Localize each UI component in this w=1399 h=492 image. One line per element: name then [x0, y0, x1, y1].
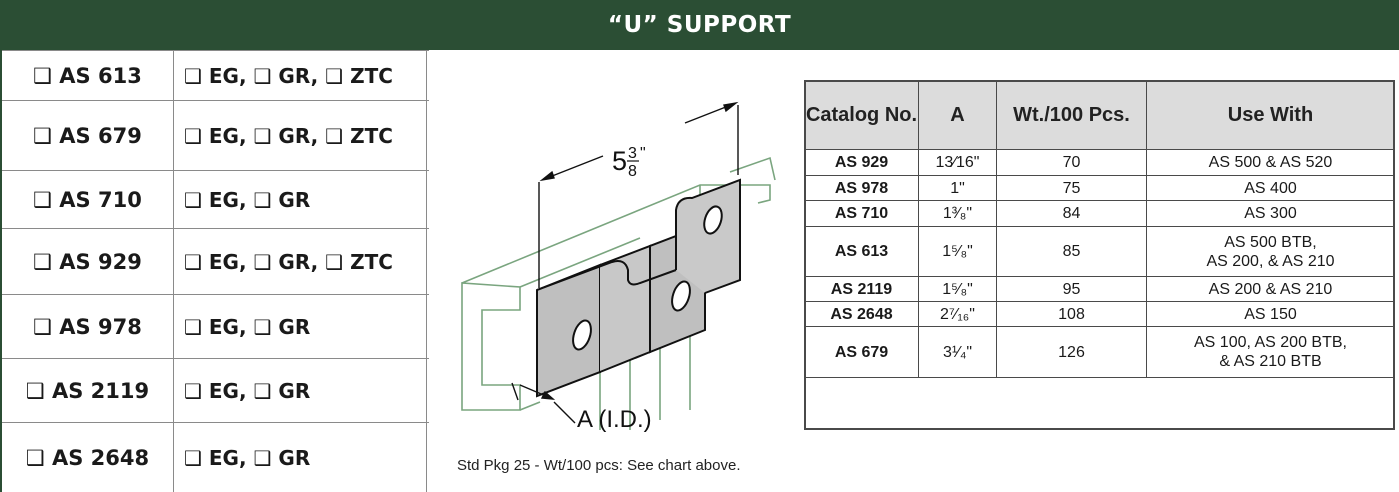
cell-weight: 108 — [996, 301, 1147, 327]
option-row: ❑ AS 613 ❑ EG, ❑ GR, ❑ ZTC — [2, 50, 429, 100]
header-use-with: Use With — [1146, 80, 1395, 150]
spec-table: Catalog No. A Wt./100 Pcs. Use With AS 9… — [804, 80, 1395, 378]
option-part[interactable]: ❑ AS 978 — [2, 295, 174, 358]
cell-use-with: AS 200 & AS 210 — [1146, 276, 1395, 302]
option-row: ❑ AS 710 ❑ EG, ❑ GR — [2, 170, 429, 228]
cell-catalog: AS 2119 — [804, 276, 919, 302]
cell-weight: 70 — [996, 149, 1147, 176]
option-finishes[interactable]: ❑ EG, ❑ GR — [184, 445, 311, 470]
header-weight: Wt./100 Pcs. — [996, 80, 1147, 150]
option-finishes[interactable]: ❑ EG, ❑ GR — [184, 187, 311, 212]
cell-weight: 75 — [996, 175, 1147, 201]
u-bracket — [536, 178, 741, 398]
section-title: “U” SUPPORT — [0, 0, 1399, 50]
length-dimension: 5 — [612, 146, 627, 176]
option-row: ❑ AS 929 ❑ EG, ❑ GR, ❑ ZTC — [2, 228, 429, 294]
option-part[interactable]: ❑ AS 613 — [2, 51, 174, 100]
option-row: ❑ AS 2119 ❑ EG, ❑ GR — [2, 358, 429, 422]
cell-weight: 85 — [996, 226, 1147, 277]
cell-catalog: AS 929 — [804, 149, 919, 176]
cell-catalog: AS 613 — [804, 226, 919, 277]
option-part[interactable]: ❑ AS 679 — [2, 101, 174, 170]
cell-use-with: AS 400 — [1146, 175, 1395, 201]
option-part[interactable]: ❑ AS 929 — [2, 229, 174, 294]
cell-a: 2⁷⁄₁₆" — [918, 301, 997, 327]
cell-a: 1⁵⁄₈" — [918, 226, 997, 277]
dimension-lines — [511, 101, 739, 424]
option-part[interactable]: ❑ AS 2648 — [2, 423, 174, 492]
cell-catalog: AS 2648 — [804, 301, 919, 327]
cell-catalog: AS 978 — [804, 175, 919, 201]
option-part[interactable]: ❑ AS 710 — [2, 171, 174, 228]
cell-catalog: AS 679 — [804, 326, 919, 378]
inch-mark: " — [640, 145, 646, 162]
cell-use-with: AS 150 — [1146, 301, 1395, 327]
cell-a: 3¹⁄₄" — [918, 326, 997, 378]
option-row: ❑ AS 978 ❑ EG, ❑ GR — [2, 294, 429, 358]
option-finishes[interactable]: ❑ EG, ❑ GR, ❑ ZTC — [184, 249, 393, 274]
cell-weight: 126 — [996, 326, 1147, 378]
option-part[interactable]: ❑ AS 2119 — [2, 359, 174, 422]
length-fraction-denominator: 8 — [628, 163, 637, 180]
header-catalog: Catalog No. — [804, 80, 919, 150]
a-dimension-label: A (I.D.) — [577, 406, 652, 433]
cell-weight: 84 — [996, 200, 1147, 227]
cell-use-with: AS 100, AS 200 BTB,& AS 210 BTB — [1146, 326, 1395, 378]
option-finishes[interactable]: ❑ EG, ❑ GR, ❑ ZTC — [184, 123, 393, 148]
cell-use-with: AS 500 BTB,AS 200, & AS 210 — [1146, 226, 1395, 277]
column-divider — [426, 50, 427, 492]
header-a: A — [918, 80, 997, 150]
option-row: ❑ AS 2648 ❑ EG, ❑ GR — [2, 422, 429, 492]
option-finishes[interactable]: ❑ EG, ❑ GR, ❑ ZTC — [184, 63, 393, 88]
cell-a: 1⁵⁄₈" — [918, 276, 997, 302]
cell-a: 13⁄16" — [918, 149, 997, 176]
option-finishes[interactable]: ❑ EG, ❑ GR — [184, 378, 311, 403]
cell-weight: 95 — [996, 276, 1147, 302]
cell-a: 1" — [918, 175, 997, 201]
package-note: Std Pkg 25 - Wt/100 pcs: See chart above… — [457, 457, 741, 474]
cell-use-with: AS 500 & AS 520 — [1146, 149, 1395, 176]
cell-a: 1³⁄₈" — [918, 200, 997, 227]
length-fraction-numerator: 3 — [628, 145, 637, 162]
cell-use-with: AS 300 — [1146, 200, 1395, 227]
u-support-drawing: 5 3 8 " A (I.D.) — [461, 101, 776, 433]
option-row: ❑ AS 679 ❑ EG, ❑ GR, ❑ ZTC — [2, 100, 429, 170]
option-finishes[interactable]: ❑ EG, ❑ GR — [184, 314, 311, 339]
cell-catalog: AS 710 — [804, 200, 919, 227]
options-grid: ❑ AS 613 ❑ EG, ❑ GR, ❑ ZTC ❑ AS 679 ❑ EG… — [0, 50, 429, 492]
